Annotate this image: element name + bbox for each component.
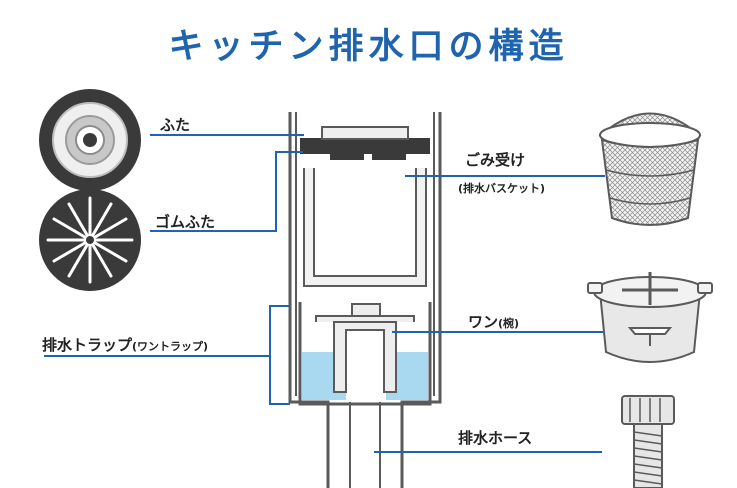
page-title: キッチン排水口の構造: [168, 27, 569, 67]
drain-cross-section: [288, 112, 442, 488]
hose-icon: [621, 395, 675, 488]
label-trap: 排水トラップ(ワントラップ): [42, 334, 208, 355]
bowl-icon: [587, 272, 713, 363]
label-bowl-sub: (椀): [498, 317, 520, 330]
label-bowl-text: ワン: [468, 313, 499, 331]
label-bowl: ワン(椀): [468, 311, 519, 332]
basket-icon: [598, 112, 702, 226]
rubber-lid-icon: [39, 189, 141, 291]
leader-lines: [44, 134, 605, 453]
label-basket-sub: (排水バスケット): [458, 178, 545, 196]
label-rubber-lid: ゴムふた: [155, 213, 216, 231]
label-trap-text: 排水トラップ: [42, 336, 133, 354]
label-hose: 排水ホース: [458, 429, 533, 447]
label-basket-sub-text: (排水バスケット): [458, 182, 546, 195]
lid-icon: [39, 89, 141, 191]
label-lid: ふた: [160, 116, 191, 134]
label-trap-sub: (ワントラップ): [132, 340, 209, 353]
label-basket: ごみ受け: [465, 151, 526, 169]
